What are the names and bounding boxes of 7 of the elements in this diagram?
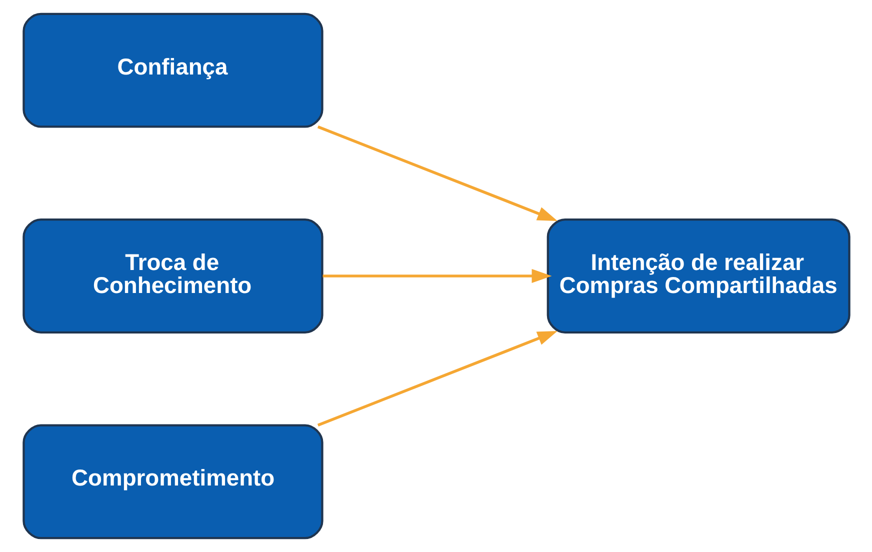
- arrow: [316, 125, 558, 222]
- node-box: Comprometimento: [22, 424, 323, 540]
- node-box: Intenção de realizar Compras Compartilhadas: [546, 218, 850, 334]
- node-box: Confiança: [22, 12, 323, 128]
- node-box: Troca de Conhecimento: [22, 218, 323, 334]
- arrow: [316, 330, 558, 427]
- arrow: [322, 268, 552, 284]
